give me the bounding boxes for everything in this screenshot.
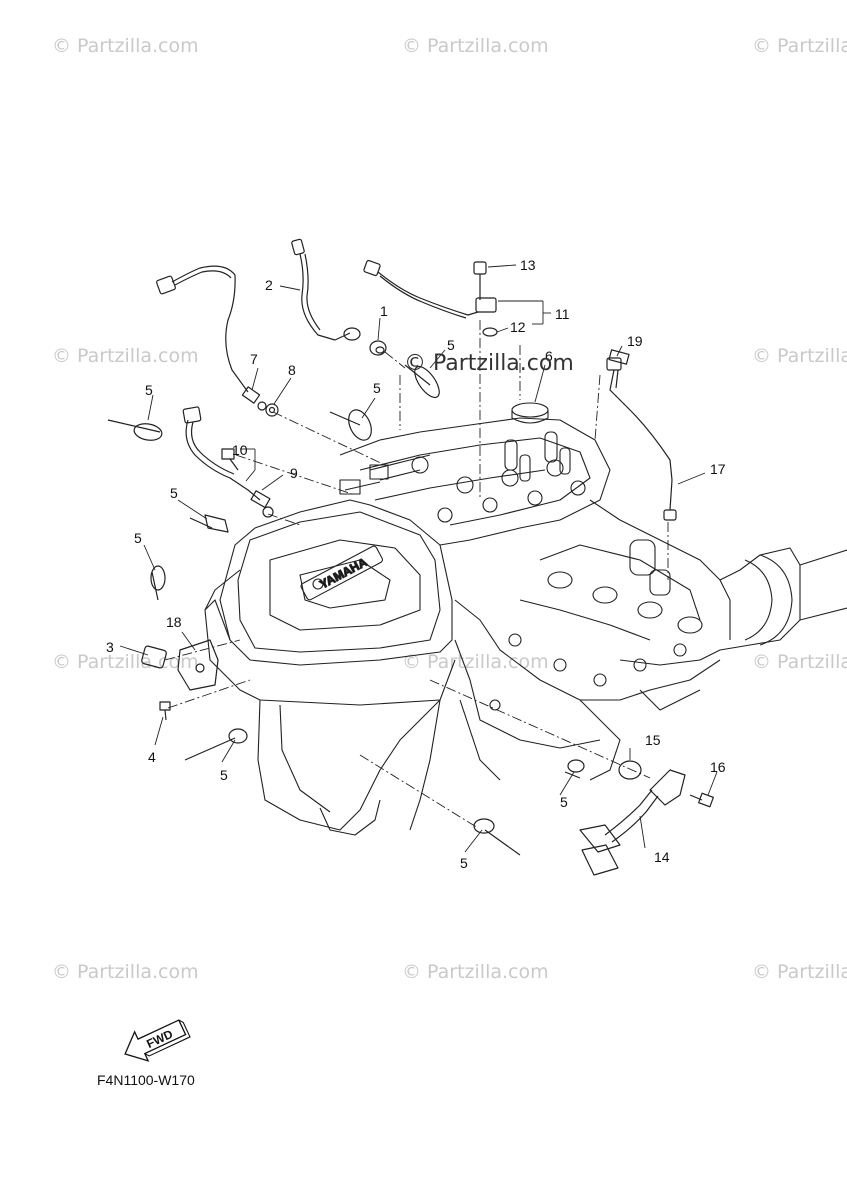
watermark: © Partzilla.com [752, 961, 847, 983]
callout-label: 12 [510, 319, 526, 335]
fwd-label: FWD [144, 1027, 175, 1051]
callout-label: 8 [288, 362, 296, 378]
callout-label: 6 [545, 348, 553, 364]
callout-label: 18 [166, 614, 182, 630]
callout-label: 14 [654, 849, 670, 865]
callout-label: 3 [106, 639, 114, 655]
watermarks: © Partzilla.com © Partzilla.com © Partzi… [52, 35, 847, 983]
callout-label: 1 [380, 303, 388, 319]
watermark: © Partzilla.com [402, 961, 549, 983]
callout-label: 5 [560, 794, 568, 810]
watermark: © Partzilla.com [402, 651, 549, 673]
callout-label: 5 [220, 767, 228, 783]
callout-label: 17 [710, 461, 726, 477]
watermark: © Partzilla.com [52, 961, 199, 983]
watermark-main: © Partzilla.com [404, 351, 574, 376]
callout-label: 13 [520, 257, 536, 273]
callout-label: 5 [460, 855, 468, 871]
diagram-code: F4N1100-W170 [97, 1072, 195, 1088]
callout-label: 4 [148, 749, 156, 765]
engine-brand-label: YAMAHA [317, 555, 369, 592]
callout-label: 15 [645, 732, 661, 748]
callout-label: 16 [710, 759, 726, 775]
callout-label: 10 [232, 442, 248, 458]
watermark: © Partzilla.com [52, 651, 199, 673]
callout-label: 5 [134, 530, 142, 546]
watermark: © Partzilla.com [752, 35, 847, 57]
callout-label: 7 [250, 351, 258, 367]
callout-label: 5 [373, 380, 381, 396]
callout-label: 19 [627, 333, 643, 349]
watermark: © Partzilla.com [52, 345, 199, 367]
engine-drawing: YAMAHA [204, 402, 847, 836]
watermark: © Partzilla.com [52, 35, 199, 57]
callout-label: 9 [290, 465, 298, 481]
watermark: © Partzilla.com [752, 345, 847, 367]
watermark: © Partzilla.com [752, 651, 847, 673]
callout-label: 2 [265, 277, 273, 293]
callout-label: 11 [555, 306, 570, 322]
callout-label: 5 [447, 337, 455, 353]
callouts: 1 2 3 4 5 5 5 5 5 5 5 5 6 7 8 9 10 11 12… [106, 257, 726, 871]
fwd-arrow-icon: FWD [124, 1019, 191, 1062]
parts [107, 238, 714, 876]
callout-label: 5 [145, 382, 153, 398]
callout-label: 5 [170, 485, 178, 501]
leader-lines [119, 264, 718, 853]
watermark: © Partzilla.com [402, 35, 549, 57]
